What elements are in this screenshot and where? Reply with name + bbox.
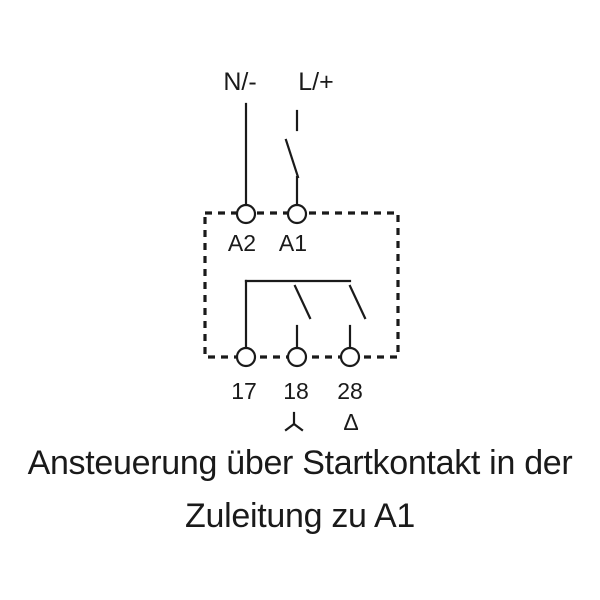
star-symbol-icon: ⅄: [284, 411, 304, 432]
neutral-label: N/-: [223, 68, 256, 96]
terminal-18: [286, 346, 308, 368]
contact-28-blade: [348, 284, 367, 320]
terminal-17: [235, 346, 257, 368]
terminal-a1: [286, 203, 308, 225]
contact-18-blade: [293, 284, 312, 320]
caption-line-1: Ansteuerung über Startkontakt in der: [27, 444, 573, 482]
terminal-28: [339, 346, 361, 368]
terminal-a2: [235, 203, 257, 225]
terminal-28-label: 28: [337, 378, 363, 404]
delta-symbol-icon: Δ: [343, 409, 358, 435]
start-contact-blade: [284, 138, 300, 179]
terminal-a2-label: A2: [228, 230, 256, 256]
terminal-17-label: 17: [231, 378, 257, 404]
caption-line-2: Zuleitung zu A1: [185, 497, 415, 535]
terminal-a1-label: A1: [279, 230, 307, 256]
line-label: L/+: [298, 68, 333, 96]
terminal-18-label: 18: [283, 378, 309, 404]
